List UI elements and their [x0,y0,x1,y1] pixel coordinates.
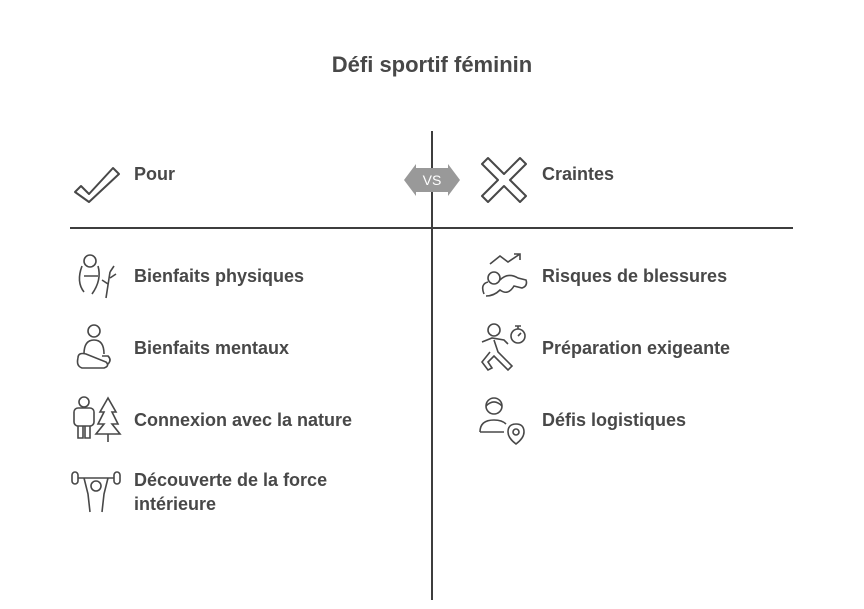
runner-stopwatch-icon [478,322,530,372]
pro-item: Bienfaits mentaux [134,338,290,358]
weightlifter-icon [70,468,122,514]
injury-icon [478,250,530,300]
pro-item: Bienfaits physiques [134,266,305,286]
con-item: Préparation exigeante [542,338,731,358]
pros-heading: Pour [134,164,176,184]
horizontal-divider [70,227,793,229]
cross-icon [480,156,528,204]
vertical-divider [431,131,433,600]
vs-badge: VS [402,158,462,202]
con-item: Risques de blessures [542,266,728,286]
hiker-tree-icon [70,394,122,444]
pro-item: Découverte de la force intérieure [134,470,328,514]
meditation-icon [74,324,118,370]
con-item: Défis logistiques [542,410,687,430]
checkmark-icon [72,156,122,206]
woman-plant-icon [72,252,120,300]
vs-label: VS [423,172,442,188]
diagram-title: Défi sportif féminin [331,52,533,77]
cons-heading: Craintes [542,164,615,184]
pro-item: Connexion avec la nature [134,410,353,430]
person-location-icon [478,394,528,446]
